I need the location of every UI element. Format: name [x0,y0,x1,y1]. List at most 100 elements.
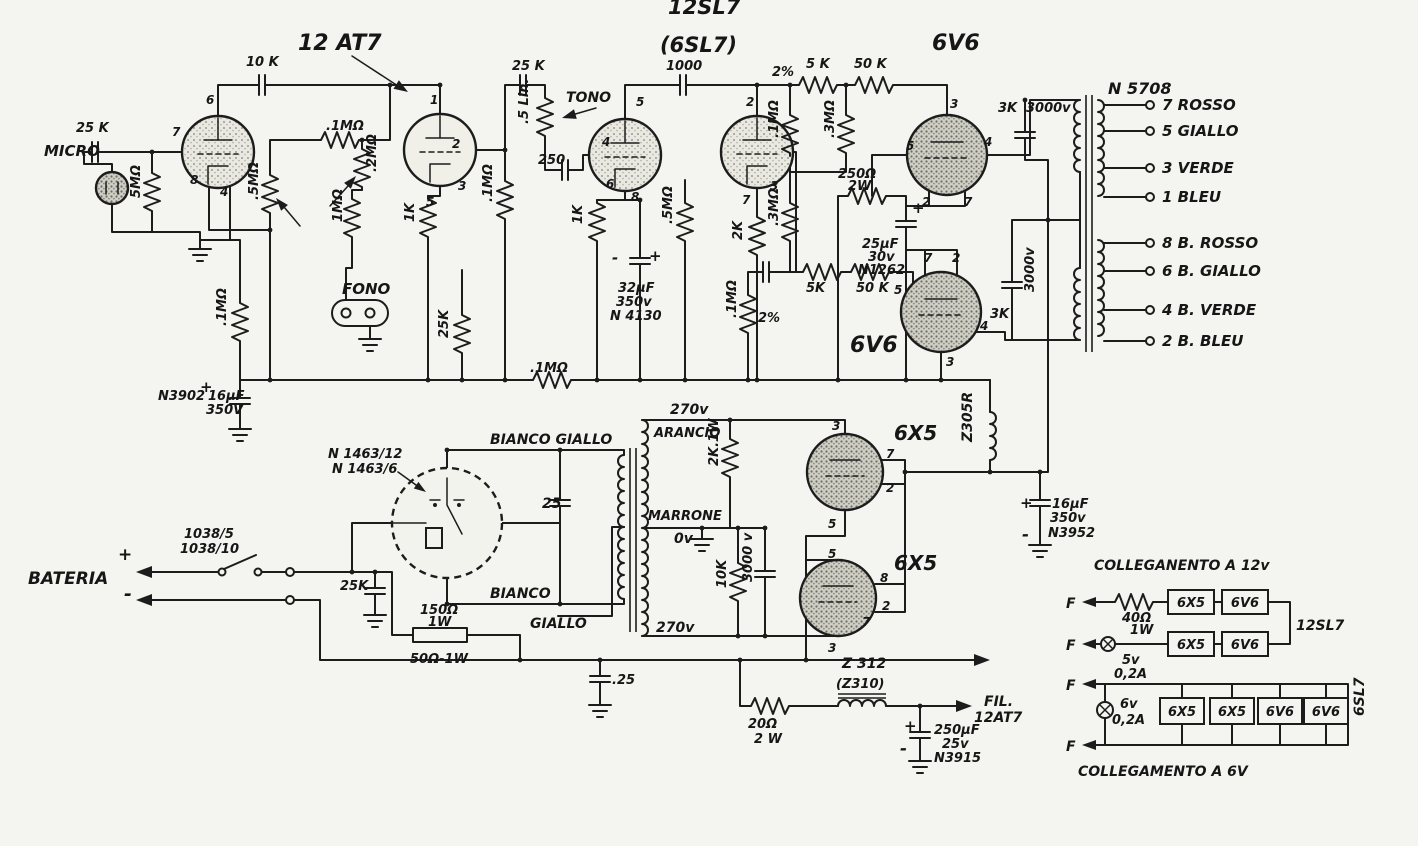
label-18: 25 K [512,59,546,74]
label-58: 30v [868,250,895,265]
capacitor [754,562,776,586]
terminal-circle [285,595,295,605]
label-11: .1MΩ [326,119,364,134]
resistor [721,435,739,481]
f-arrow-icon [1082,679,1096,689]
ground-symbol [358,333,382,352]
secondary-winding [641,419,649,493]
resistor [343,195,361,241]
label-56: + [912,199,925,217]
label-158: 6X5 [1168,705,1196,720]
label-62: 2 [922,195,930,209]
title-6sl7: (6SL7) [660,33,737,57]
capacitor [589,667,611,691]
label-45: 5 K [806,57,831,72]
terminal-circle [1145,305,1155,315]
label-16: 8 [190,173,198,187]
label-147: 5v [1122,653,1140,668]
label-129: - [1022,525,1029,545]
label-40: 2 [746,95,754,109]
capacitor [250,74,274,96]
label-7: 25 K [76,121,110,136]
resistor [261,171,279,217]
wires [83,84,1349,757]
label-85: 350V [206,403,244,418]
label-131: 20Ω [748,717,777,732]
components [83,55,1349,774]
label-98: 150Ω [420,603,458,618]
label-161: 6V6 [1312,705,1340,720]
resistor [317,131,363,149]
box-resistor-150ohm [412,627,468,643]
title-12at7: 12 AT7 [298,31,382,56]
capacitor [1014,123,1036,147]
tube-box [1221,631,1269,657]
label-53: 50 K [856,281,890,296]
label-fono: FONO [342,280,391,298]
ground-symbol [363,609,387,628]
terminal-8-b-rosso: 8 B. ROSSO [1162,234,1258,252]
resistor [453,311,471,357]
label-96: - [124,583,132,605]
battery-plus-arrow-icon [136,566,152,578]
label-90: N 1463/12 [328,447,402,462]
label-71: 3 [946,355,954,369]
resistor [837,111,855,157]
label-137: 25v [942,737,969,752]
label-66: 3000v [1026,101,1071,116]
phono-jack [331,299,389,327]
label-micro: MICRO [44,142,100,160]
label-83: + [200,378,213,396]
heater-connection-boxes [1159,589,1349,725]
label-25: .5 Lin. [517,79,532,124]
tube-6v6-lower [899,270,983,354]
label-22: 5 [426,195,434,209]
wires-input-stage [83,84,991,425]
resistor [1111,593,1157,611]
label-60: 3 [950,97,958,111]
label-138: N3915 [934,751,981,766]
label-bianco: BIANCO [490,586,551,602]
label-28: 1000 [666,59,702,74]
label-145: 40Ω [1121,611,1151,626]
label-63: 7 [964,195,973,209]
heater-bus-arrow-icon [974,654,990,666]
label-134: (Z310) [836,677,884,692]
label-127: 350v [1050,511,1086,526]
output-terminals [1145,100,1155,346]
label-bateria: BATERIA [28,569,108,589]
f-arrow-icon [1082,639,1096,649]
label-110: 10K [715,559,730,588]
label-89: .1MΩ [530,361,568,376]
label-23: 1K [403,202,418,222]
secondary-winding [1097,99,1105,197]
label-104: 25 [542,496,562,512]
terminal-circle [1145,126,1155,136]
terminal-circle [1145,266,1155,276]
label-42: 7 [742,193,751,207]
terminal-5-giallo: 5 GIALLO [1162,122,1239,140]
battery-switch [217,554,295,605]
label-61: 5 [906,139,914,153]
label-143: F [1066,596,1076,612]
capacitor [1001,273,1023,297]
label-19: 1 [430,93,438,107]
label-6v6-upper: 6V6 [932,31,980,56]
label-123: 3 [828,641,836,655]
resistor [676,199,694,245]
f-arrow-icon [1082,740,1096,750]
tube-6x5-lower [798,558,878,638]
label-155: F [1066,739,1076,755]
label-91: N 1463/6 [332,462,397,477]
label-86: .1MΩ [215,288,230,326]
lamp-6v-icon [1096,701,1114,719]
ground-symbol [1028,539,1052,558]
label-24: .1MΩ [481,164,496,202]
vibrator-pointer-icon [413,481,426,492]
label-151: 6V6 [1231,596,1259,611]
tube-box [1167,589,1215,615]
choke-z305r [989,411,997,461]
label-46: 50 K [854,57,888,72]
label-48: 2K [731,220,746,240]
